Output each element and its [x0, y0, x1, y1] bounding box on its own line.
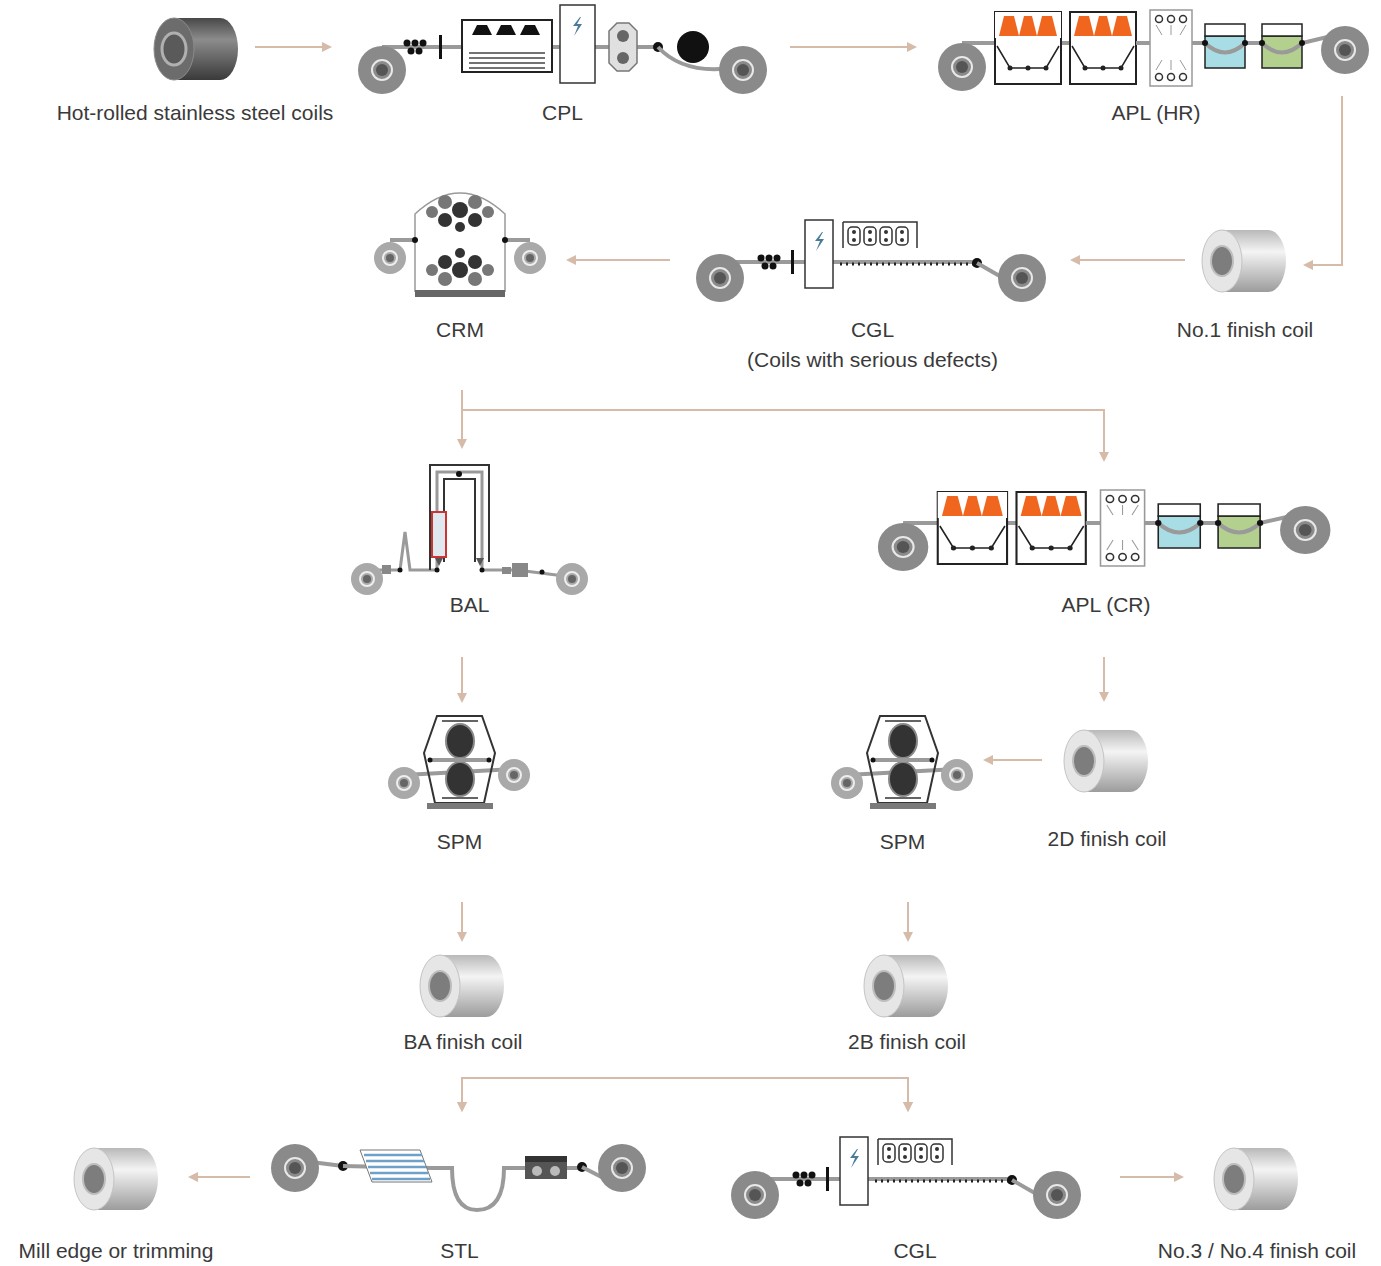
station-label: CRM — [433, 315, 487, 345]
station-label: CGL — [744, 315, 1001, 345]
flow-arrow — [461, 657, 463, 701]
process-station: STL — [272, 1140, 647, 1210]
station-label: (Coils with serious defects) — [744, 345, 1001, 375]
station-label: Mill edge or trimming — [16, 1236, 217, 1266]
station-label-group: CGL — [890, 1236, 939, 1266]
process-station: APL (CR) — [878, 490, 1334, 572]
flow-arrow — [907, 902, 909, 940]
station-label-group: 2D finish coil — [1044, 824, 1169, 854]
station-label-group: CRM — [433, 315, 487, 345]
process-station: No.3 / No.4 finish coil — [1212, 1148, 1302, 1210]
flow-arrow — [461, 902, 463, 940]
station-label-group: SPM — [434, 827, 486, 857]
station-label: APL (HR) — [1108, 98, 1203, 128]
flow-arrow — [790, 46, 915, 48]
station-label-group: SPM — [877, 827, 929, 857]
station-label-group: Hot-rolled stainless steel coils — [54, 98, 337, 128]
process-station: 2B finish coil — [862, 955, 952, 1017]
station-label-group: BA finish coil — [400, 1027, 525, 1057]
station-label: BAL — [447, 590, 493, 620]
station-label: No.3 / No.4 finish coil — [1155, 1236, 1359, 1266]
station-label: 2B finish coil — [845, 1027, 969, 1057]
station-label: No.1 finish coil — [1174, 315, 1317, 345]
flow-arrow — [462, 1077, 908, 1110]
flow-arrow — [568, 259, 670, 261]
flow-arrow — [907, 1077, 909, 1110]
station-label: CPL — [539, 98, 586, 128]
process-station: CGL(Coils with serious defects) — [695, 218, 1050, 302]
process-station: Mill edge or trimming — [72, 1148, 160, 1210]
process-station: BA finish coil — [418, 955, 508, 1017]
station-label: STL — [437, 1236, 482, 1266]
flow-arrow — [190, 1176, 250, 1178]
station-label: CGL — [890, 1236, 939, 1266]
station-label-group: CPL — [539, 98, 586, 128]
flow-arrow — [462, 1077, 908, 1110]
station-label: SPM — [434, 827, 486, 857]
station-label-group: APL (CR) — [1058, 590, 1153, 620]
flow-arrow — [1103, 657, 1105, 700]
process-station: 2D finish coil — [1062, 730, 1152, 792]
station-label: BA finish coil — [400, 1027, 525, 1057]
process-station: CRM — [370, 182, 550, 300]
flow-arrow — [985, 759, 1042, 761]
process-station: APL (HR) — [940, 10, 1372, 92]
process-station: CGL — [730, 1135, 1100, 1221]
flow-arrow — [1120, 1176, 1182, 1178]
process-station: CPL — [355, 5, 770, 97]
station-label-group: 2B finish coil — [845, 1027, 969, 1057]
station-label: SPM — [877, 827, 929, 857]
station-label: APL (CR) — [1058, 590, 1153, 620]
process-station: No.1 finish coil — [1200, 230, 1290, 292]
process-station: SPM — [835, 713, 970, 813]
station-label-group: BAL — [447, 590, 493, 620]
flow-arrow — [255, 46, 330, 48]
process-station: SPM — [392, 713, 527, 813]
station-label: 2D finish coil — [1044, 824, 1169, 854]
station-label: Hot-rolled stainless steel coils — [54, 98, 337, 128]
station-label-group: Mill edge or trimming — [16, 1236, 217, 1266]
process-station: Hot-rolled stainless steel coils — [150, 18, 240, 80]
station-label-group: APL (HR) — [1108, 98, 1203, 128]
station-label-group: No.3 / No.4 finish coil — [1155, 1236, 1359, 1266]
flow-arrow — [1072, 259, 1185, 261]
flow-arrow — [462, 390, 1104, 460]
station-label-group: CGL(Coils with serious defects) — [744, 315, 1001, 375]
process-station: BAL — [352, 462, 587, 595]
station-label-group: No.1 finish coil — [1174, 315, 1317, 345]
station-label-group: STL — [437, 1236, 482, 1266]
flow-arrow — [1305, 96, 1342, 265]
